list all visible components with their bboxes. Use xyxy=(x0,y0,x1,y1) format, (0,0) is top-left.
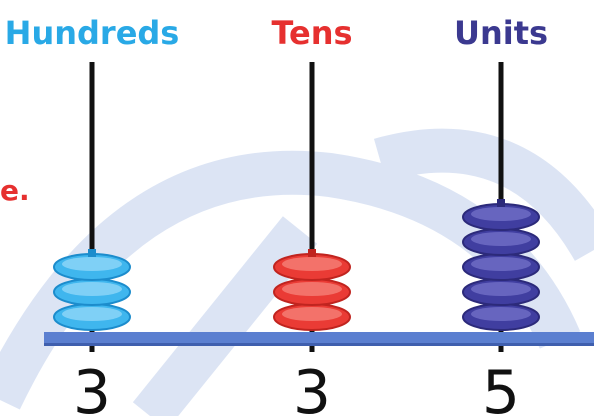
bead-highlight xyxy=(471,257,531,271)
digit-tens: 3 xyxy=(293,358,331,416)
beads-hundreds xyxy=(53,249,131,331)
bead-units-4 xyxy=(462,228,540,256)
digit-units: 5 xyxy=(482,358,520,416)
bead-hundreds-3 xyxy=(53,253,131,281)
bead-units-5 xyxy=(462,203,540,231)
bead-hundreds-1 xyxy=(53,303,131,331)
bead-highlight xyxy=(62,257,122,271)
beads-units xyxy=(462,199,540,331)
bead-highlight xyxy=(62,282,122,296)
label-hundreds: Hundreds xyxy=(5,14,180,52)
bead-stack-cap xyxy=(497,199,505,207)
bead-units-3 xyxy=(462,253,540,281)
bead-highlight xyxy=(62,307,122,321)
beads-tens xyxy=(273,249,351,331)
abacus-base-shadow xyxy=(44,343,594,346)
bead-units-1 xyxy=(462,303,540,331)
bead-stack-cap xyxy=(88,249,96,257)
bead-highlight xyxy=(471,282,531,296)
bead-tens-3 xyxy=(273,253,351,281)
bead-highlight xyxy=(282,282,342,296)
bead-highlight xyxy=(282,257,342,271)
abacus-base xyxy=(44,332,594,345)
bead-highlight xyxy=(282,307,342,321)
digit-hundreds: 3 xyxy=(73,358,111,416)
label-tens: Tens xyxy=(271,14,352,52)
bead-tens-1 xyxy=(273,303,351,331)
edge-text-fragment: e. xyxy=(0,174,30,207)
bead-highlight xyxy=(471,232,531,246)
bead-units-2 xyxy=(462,278,540,306)
bead-highlight xyxy=(471,207,531,221)
bead-tens-2 xyxy=(273,278,351,306)
bead-stack-cap xyxy=(308,249,316,257)
bead-highlight xyxy=(471,307,531,321)
label-units: Units xyxy=(454,14,548,52)
bead-hundreds-2 xyxy=(53,278,131,306)
